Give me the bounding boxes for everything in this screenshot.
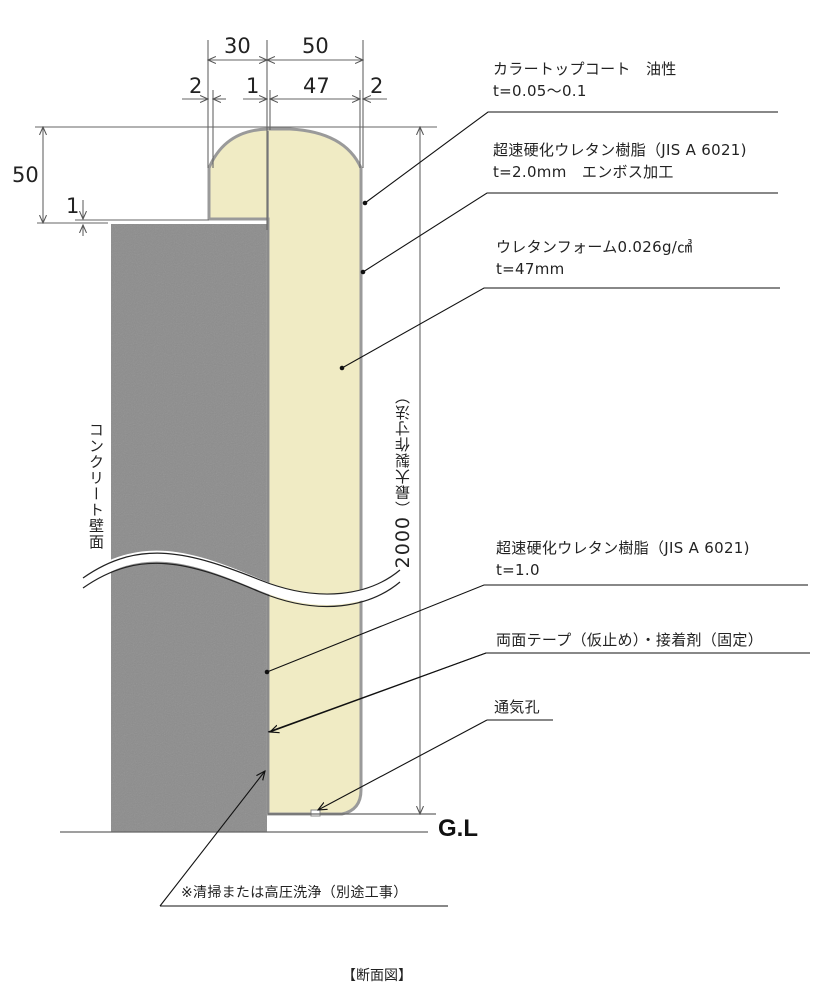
callout-thickness: t=0.05〜0.1 bbox=[493, 82, 587, 100]
callout-text: ※清掃または高圧洗浄（別途工事） bbox=[181, 885, 408, 901]
dim-50-top: 50 bbox=[302, 34, 329, 58]
callout-text: カラートップコート 油性 bbox=[493, 60, 677, 78]
callout-adhesive: 両面テープ（仮止め）・接着剤（固定） bbox=[496, 629, 763, 651]
callout-thickness: t=2.0mm エンボス加工 bbox=[493, 163, 674, 181]
break-line bbox=[79, 550, 404, 608]
callout-thickness: t=1.0 bbox=[496, 561, 540, 579]
height-note: （最大製作寸法） bbox=[394, 388, 412, 516]
callout-text: ウレタンフォーム0.026g/㎤ bbox=[496, 238, 693, 256]
dim-2-right: 2 bbox=[370, 74, 384, 98]
dim-1-step: 1 bbox=[66, 194, 80, 218]
dim-30: 30 bbox=[224, 34, 251, 58]
dim-1-gap: 1 bbox=[246, 74, 260, 98]
callout-text: 超速硬化ウレタン樹脂（JIS A 6021) bbox=[493, 141, 747, 159]
callout-text: 両面テープ（仮止め）・接着剤（固定） bbox=[496, 631, 764, 649]
diagram-caption: 【断面図】 bbox=[342, 968, 412, 984]
callout-vent-hole: 通気孔 bbox=[494, 696, 540, 718]
dim-50-height: 50 bbox=[12, 163, 39, 187]
callout-thickness: t=47mm bbox=[496, 260, 565, 278]
callout-cleaning-note: ※清掃または高圧洗浄（別途工事） bbox=[181, 882, 408, 904]
callout-urethane-resin-inner: 超速硬化ウレタン樹脂（JIS A 6021) t=1.0 bbox=[496, 537, 750, 581]
callout-urethane-foam: ウレタンフォーム0.026g/㎤ t=47mm bbox=[496, 236, 692, 280]
height-dimension-label: 2000（最大製作寸法） bbox=[392, 388, 414, 568]
callout-color-topcoat: カラートップコート 油性 t=0.05〜0.1 bbox=[493, 58, 677, 102]
callout-text: 通気孔 bbox=[494, 698, 540, 716]
dim-2-left: 2 bbox=[189, 74, 203, 98]
ground-lines bbox=[60, 813, 436, 833]
concrete-wall bbox=[111, 224, 267, 832]
wall-label: コンクリート壁面 bbox=[87, 422, 105, 550]
dimension-lines bbox=[35, 40, 437, 814]
leader-lines bbox=[159, 111, 810, 907]
urethane-bumper bbox=[207, 127, 363, 817]
height-value: 2000 bbox=[392, 516, 414, 569]
dim-47: 47 bbox=[303, 74, 330, 98]
callout-text: 超速硬化ウレタン樹脂（JIS A 6021) bbox=[496, 539, 750, 557]
callout-urethane-resin-outer: 超速硬化ウレタン樹脂（JIS A 6021) t=2.0mm エンボス加工 bbox=[493, 139, 747, 183]
ground-level-label: G.L bbox=[438, 815, 478, 842]
